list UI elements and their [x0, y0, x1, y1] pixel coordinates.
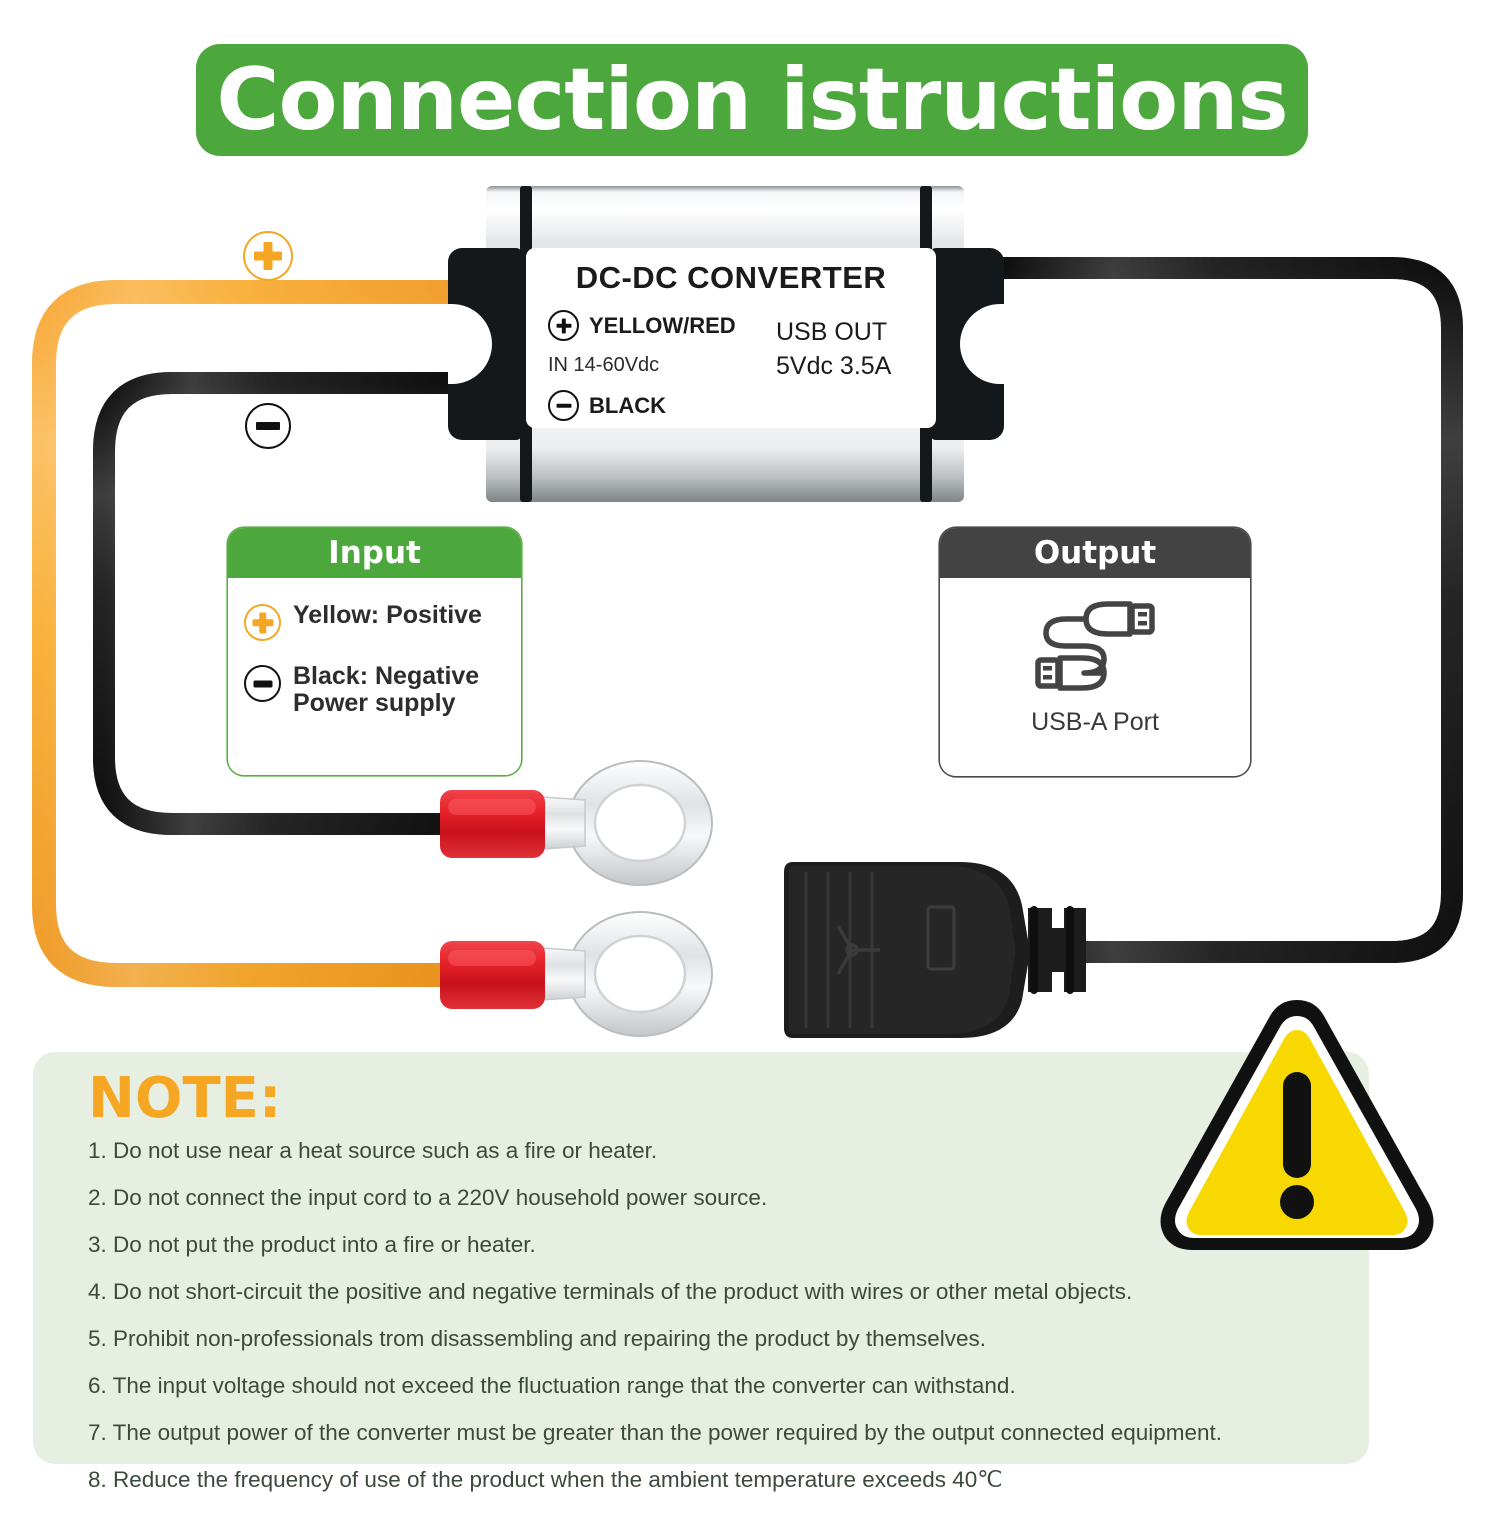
note-item: 6. The input voltage should not exceed t… — [88, 1373, 1016, 1399]
wire-minus-marker-icon — [245, 403, 291, 449]
output-card-header: Output — [940, 528, 1250, 578]
usb-a-female-connector — [784, 862, 1086, 1038]
note-item: 1. Do not use near a heat source such as… — [88, 1138, 658, 1163]
note-panel: NOTE: 1. Do not use near a heat source s… — [33, 1052, 1369, 1492]
note-item: 8. Reduce the frequency of use of the pr… — [88, 1467, 1003, 1493]
ring-terminal-negative — [440, 760, 713, 886]
converter-output-line1: USB OUT — [776, 318, 888, 346]
input-card-header: Input — [228, 528, 521, 578]
note-list: 1. Do not use near a heat source such as… — [88, 1138, 1358, 1514]
note-item: 7. The output power of the converter mus… — [88, 1420, 1223, 1446]
warning-triangle-icon — [1160, 1000, 1434, 1250]
note-item: 3. Do not put the product into a fire or… — [88, 1232, 536, 1258]
ring-terminal-positive — [440, 911, 713, 1037]
wire-plus-marker-icon — [243, 231, 293, 281]
output-card: Output USB-A Port — [940, 528, 1250, 776]
note-item: 5. Prohibit non-professionals trom disas… — [88, 1326, 986, 1352]
output-card-body: USB-A Port — [940, 578, 1250, 776]
input-row-negative: Black: Negative Power supply — [244, 663, 521, 717]
note-item: 2. Do not connect the input cord to a 22… — [88, 1185, 768, 1211]
dc-dc-converter-module: DC-DC CONVERTER YELLOW/RED IN 14-60Vdc B… — [448, 186, 1004, 502]
converter-name: DC-DC CONVERTER — [575, 260, 887, 295]
note-title: NOTE: — [88, 1066, 282, 1131]
input-card-body: Yellow: Positive Black: Negative Power s… — [228, 578, 521, 775]
usb-cable-icon — [1035, 601, 1155, 691]
converter-end-cap-left — [448, 186, 532, 502]
input-row-positive: Yellow: Positive — [244, 602, 521, 641]
converter-negative-row: BLACK — [548, 390, 666, 421]
minus-circle-icon — [548, 390, 579, 421]
plus-circle-icon — [548, 310, 579, 341]
page-title-banner: Connection istructions — [196, 44, 1308, 156]
input-positive-label: Yellow: Positive — [293, 601, 482, 629]
input-negative-label: Black: Negative Power supply — [293, 662, 480, 717]
converter-positive-label: YELLOW/RED — [589, 312, 736, 338]
note-item: 4. Do not short-circuit the positive and… — [88, 1279, 1133, 1305]
output-card-caption: USB-A Port — [1031, 708, 1159, 736]
converter-positive-row: YELLOW/RED — [548, 310, 736, 341]
converter-output-spec: USB OUT 5Vdc 3.5A — [776, 316, 891, 384]
input-card: Input Yellow: Positive Black: Negative P… — [228, 528, 521, 775]
page-title: Connection istructions — [216, 50, 1288, 150]
minus-circle-icon — [244, 665, 281, 702]
plus-circle-icon — [244, 604, 281, 641]
converter-negative-label: BLACK — [589, 392, 666, 418]
converter-output-line2: 5Vdc 3.5A — [776, 351, 892, 380]
converter-label: DC-DC CONVERTER YELLOW/RED IN 14-60Vdc B… — [526, 248, 936, 428]
converter-input-spec: IN 14-60Vdc — [548, 354, 660, 376]
